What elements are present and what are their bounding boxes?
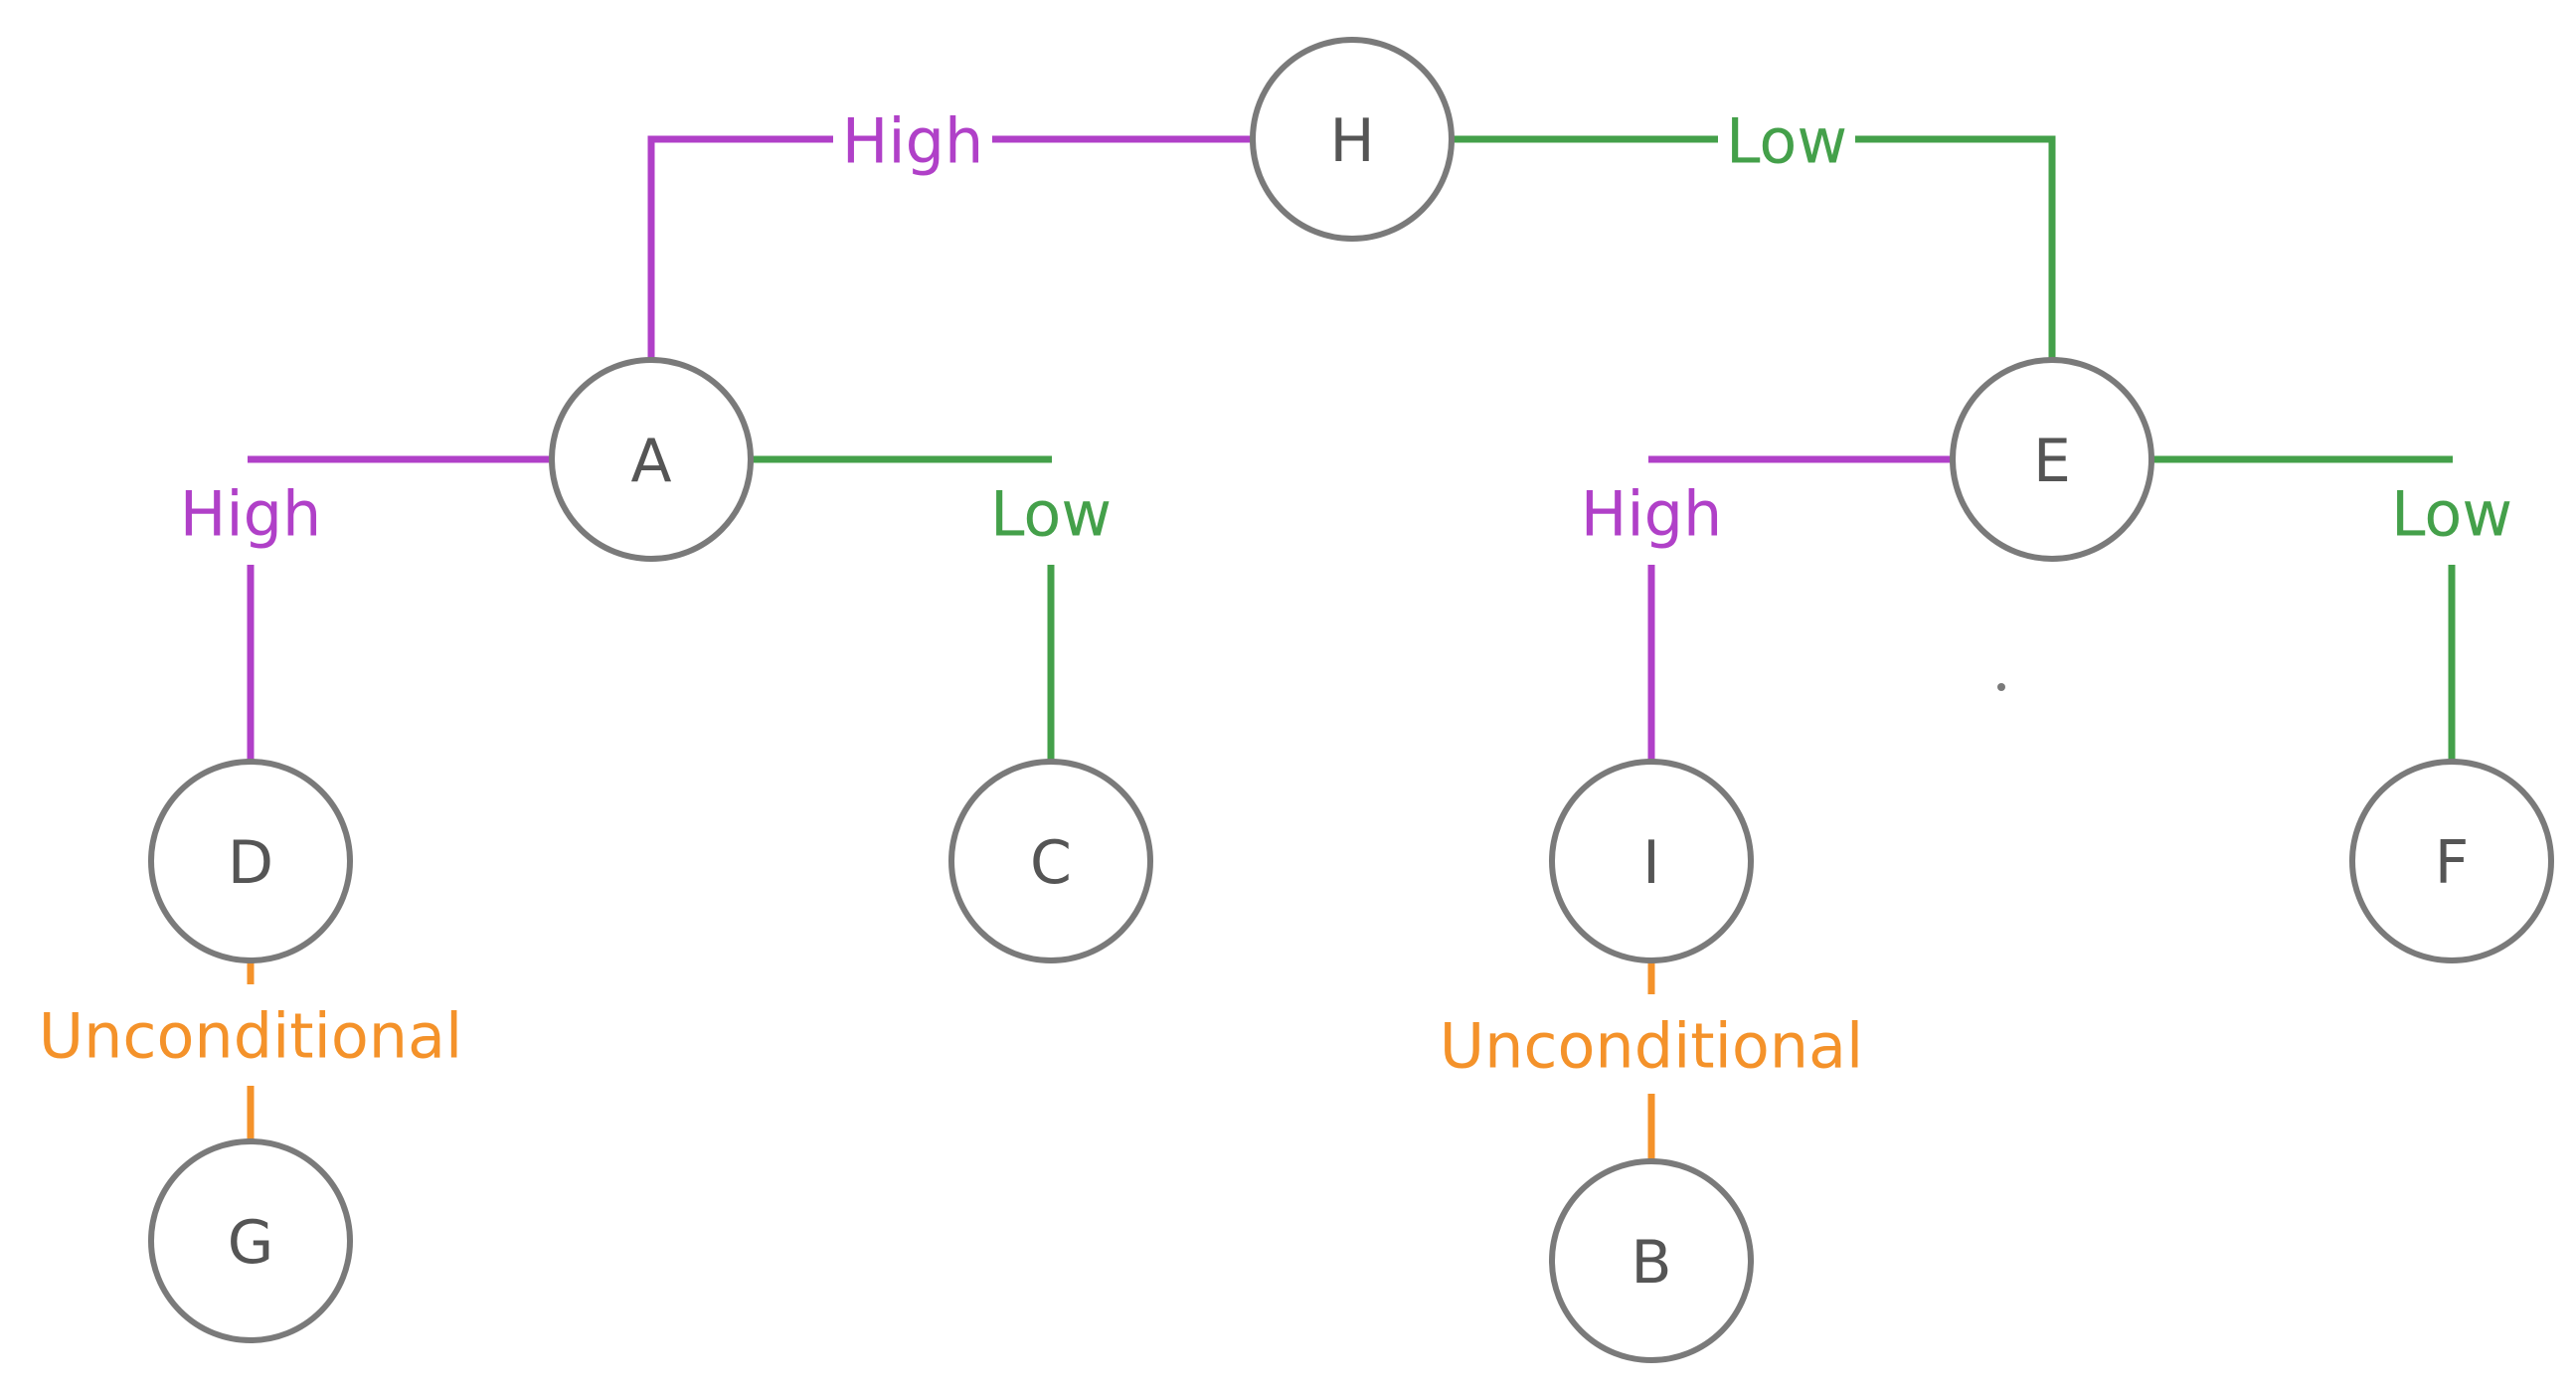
node-f: F <box>2349 759 2554 963</box>
node-label-i: I <box>1642 828 1660 898</box>
node-a: A <box>549 357 754 562</box>
edge-label-i-b: Unconditional <box>1440 1010 1864 1083</box>
node-label-c: C <box>1030 828 1072 898</box>
edge-label-h-e: Low <box>1726 105 1847 178</box>
node-e: E <box>1950 357 2154 562</box>
node-c: C <box>948 759 1153 963</box>
edge-a-d <box>247 455 552 761</box>
node-label-g: G <box>228 1208 274 1278</box>
node-b: B <box>1549 1158 1754 1363</box>
node-g: G <box>148 1138 353 1343</box>
edge-e-i <box>1647 455 1953 761</box>
node-label-h: H <box>1329 106 1374 176</box>
node-label-f: F <box>2435 828 2470 898</box>
edge-h-a <box>647 135 1255 358</box>
edge-e-f <box>2151 455 2456 761</box>
node-d: D <box>148 759 353 963</box>
node-label-d: D <box>228 828 273 898</box>
edge-label-a-d: High <box>180 478 322 551</box>
edge-label-e-i: High <box>1581 478 1723 551</box>
node-label-e: E <box>2033 427 2071 496</box>
node-i: I <box>1549 759 1754 963</box>
node-h: H <box>1250 37 1455 242</box>
node-label-b: B <box>1631 1228 1671 1298</box>
edge-label-a-c: Low <box>990 478 1112 551</box>
node-label-a: A <box>630 427 671 496</box>
stray-dot <box>1997 683 2005 691</box>
edge-label-h-a: High <box>842 105 984 178</box>
edge-a-c <box>751 455 1055 761</box>
edge-label-d-g: Unconditional <box>39 1000 463 1073</box>
edge-label-e-f: Low <box>2391 478 2512 551</box>
edge-h-e <box>1452 135 2056 358</box>
